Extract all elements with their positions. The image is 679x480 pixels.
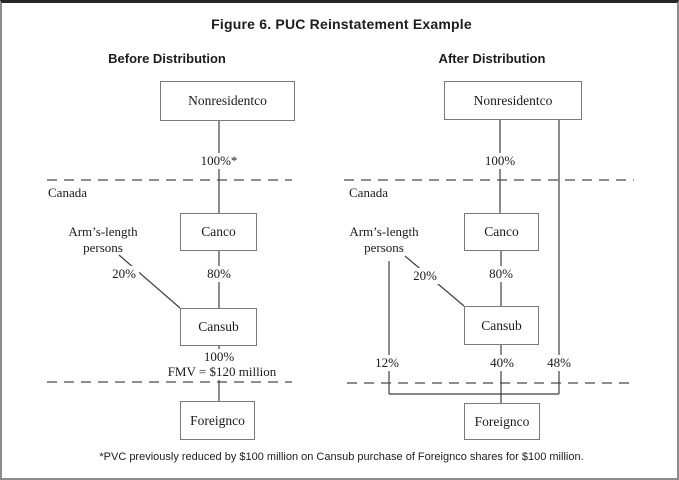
arms-length-line2-before: persons [83, 240, 123, 255]
footnote: *PVC previously reduced by $100 million … [99, 451, 584, 463]
node-cansub-after: Cansub [464, 306, 539, 345]
canada-label-before: Canada [48, 185, 87, 200]
node-foreignco-before: Foreignco [180, 401, 255, 440]
figure-title: Figure 6. PUC Reinstatement Example [211, 16, 472, 32]
ownership-pct-cansub-foreignco-before: 100% [200, 349, 238, 365]
arms-length-line1-after: Arm’s-length [349, 224, 419, 239]
ownership-pct-armslength-cansub-before: 20% [109, 266, 139, 282]
ownership-pct-canco-cansub-after: 80% [486, 266, 516, 282]
node-foreignco-after: Foreignco [464, 403, 540, 440]
node-cansub-before: Cansub [180, 308, 257, 346]
line-armslength-cansub-before [118, 254, 181, 309]
after-subtitle: After Distribution [438, 51, 546, 66]
node-nonresidentco-before: Nonresidentco [160, 81, 295, 121]
arms-length-line2-after: persons [364, 240, 404, 255]
canada-label-after: Canada [349, 185, 388, 200]
ownership-pct-nonresidentco-foreignco-after: 48% [544, 355, 574, 371]
ownership-pct-cansub-foreignco-after: 40% [487, 355, 517, 371]
ownership-pct-armslength-foreignco-after: 12% [372, 355, 402, 371]
ownership-pct-nonresidentco-canco-before: 100%* [197, 153, 241, 169]
fmv-label-before: FMV = $120 million [164, 364, 280, 380]
before-subtitle: Before Distribution [108, 51, 226, 66]
arms-length-persons-after: Arm’s-length persons [349, 224, 418, 256]
arms-length-persons-before: Arm’s-length persons [68, 224, 137, 256]
ownership-pct-armslength-cansub-after: 20% [410, 268, 440, 284]
arms-length-line1-before: Arm’s-length [68, 224, 138, 239]
ownership-pct-canco-cansub-before: 80% [204, 266, 234, 282]
node-canco-after: Canco [464, 213, 539, 251]
ownership-pct-nonresidentco-canco-after: 100% [481, 153, 519, 169]
node-canco-before: Canco [180, 213, 257, 251]
node-nonresidentco-after: Nonresidentco [444, 81, 582, 120]
